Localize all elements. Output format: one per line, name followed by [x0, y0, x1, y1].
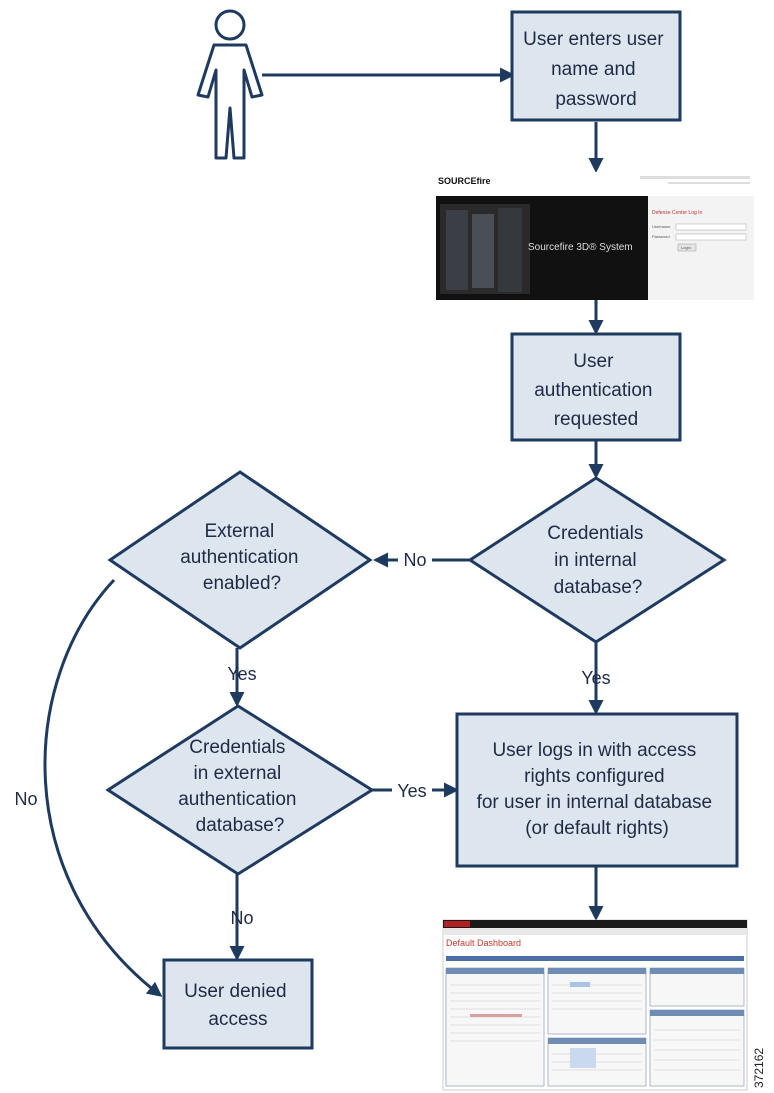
person-icon — [196, 9, 264, 160]
svg-text:Credentials in external: Credentials in external authentication d… — [178, 737, 302, 836]
node-enter-line-2: name and — [551, 59, 636, 80]
node-logged-line-1: User logs in with access — [492, 740, 696, 761]
node-auth-line-1: User — [573, 351, 614, 372]
login-password-label: Password — [652, 234, 670, 239]
login-button[interactable] — [677, 243, 697, 252]
node-ext-enabled-line-1: External — [205, 521, 275, 542]
node-logged-line-3: for user in internal database — [477, 792, 713, 813]
node-enter-line-1: User enters user — [523, 29, 664, 50]
node-ext-db-line-2: in external — [194, 763, 282, 784]
login-product-name: Sourcefire 3D® System — [528, 242, 633, 253]
edge-label-external-db-no: No — [230, 908, 253, 928]
edge-external-enabled-no — [43, 578, 163, 997]
edge-label-internal-yes: Yes — [581, 668, 610, 688]
svg-text:User logs in with access: User logs in with access rights configur… — [477, 740, 718, 839]
node-denied: User denied access — [162, 958, 314, 1050]
login-username-label: Username — [652, 224, 671, 229]
login-brand-text: SOURCEfire — [438, 176, 491, 186]
edge-label-external-enabled-no: No — [14, 789, 37, 809]
node-logged-line-2: rights configured — [524, 766, 664, 787]
node-denied-line-1: User denied — [184, 981, 286, 1002]
login-screen-thumbnail: SOURCEfire Sourcefire 3D® System Defense… — [436, 172, 754, 300]
node-internal-line-1: Credentials — [547, 523, 643, 544]
svg-text:User enters user name an: User enters user name and password — [523, 29, 669, 110]
node-ext-enabled-line-3: enabled? — [203, 573, 281, 594]
edge-labels: No Yes Yes Yes No No — [14, 548, 611, 928]
svg-text:External authentication: External authentication enabled? — [180, 521, 304, 594]
svg-text:User authentication: User authentication requested — [534, 351, 658, 430]
node-auth-requested: User authentication requested — [510, 332, 682, 442]
login-form-title: Defense Center Log In — [652, 210, 703, 216]
node-auth-line-3: requested — [554, 409, 639, 430]
node-ext-db-line-1: Credentials — [189, 737, 285, 758]
node-external-db-check: Credentials in external authentication d… — [105, 704, 375, 876]
node-ext-enabled-line-2: authentication — [180, 547, 298, 568]
node-denied-line-2: access — [208, 1009, 267, 1030]
node-internal-line-3: database? — [554, 577, 643, 598]
svg-text:Credentials in internal: Credentials in internal database? — [547, 523, 648, 598]
node-ext-db-line-4: database? — [196, 815, 285, 836]
node-external-enabled-check: External authentication enabled? — [107, 470, 373, 650]
node-internal-db-check: Credentials in internal database? — [467, 476, 727, 644]
login-username-field[interactable] — [675, 223, 747, 231]
svg-text:User denied access: User denied access — [184, 981, 292, 1030]
node-logged-line-4: (or default rights) — [525, 818, 669, 839]
edge-label-external-enabled-yes: Yes — [227, 664, 256, 684]
node-auth-line-2: authentication — [534, 380, 652, 401]
figure-id: 372162 — [752, 1048, 766, 1088]
node-enter-credentials: User enters user name and password — [510, 10, 682, 122]
dashboard-title: Default Dashboard — [446, 938, 521, 948]
node-logged-in: User logs in with access rights configur… — [455, 712, 739, 868]
node-internal-line-2: in internal — [554, 550, 636, 571]
dashboard-thumbnail: Default Dashboard — [442, 919, 748, 1091]
edge-label-internal-no: No — [403, 550, 426, 570]
node-enter-line-3: password — [555, 89, 636, 110]
login-password-field[interactable] — [675, 233, 747, 241]
edge-label-external-db-yes: Yes — [397, 781, 426, 801]
login-button-label: Login — [681, 245, 691, 250]
node-ext-db-line-3: authentication — [178, 789, 296, 810]
